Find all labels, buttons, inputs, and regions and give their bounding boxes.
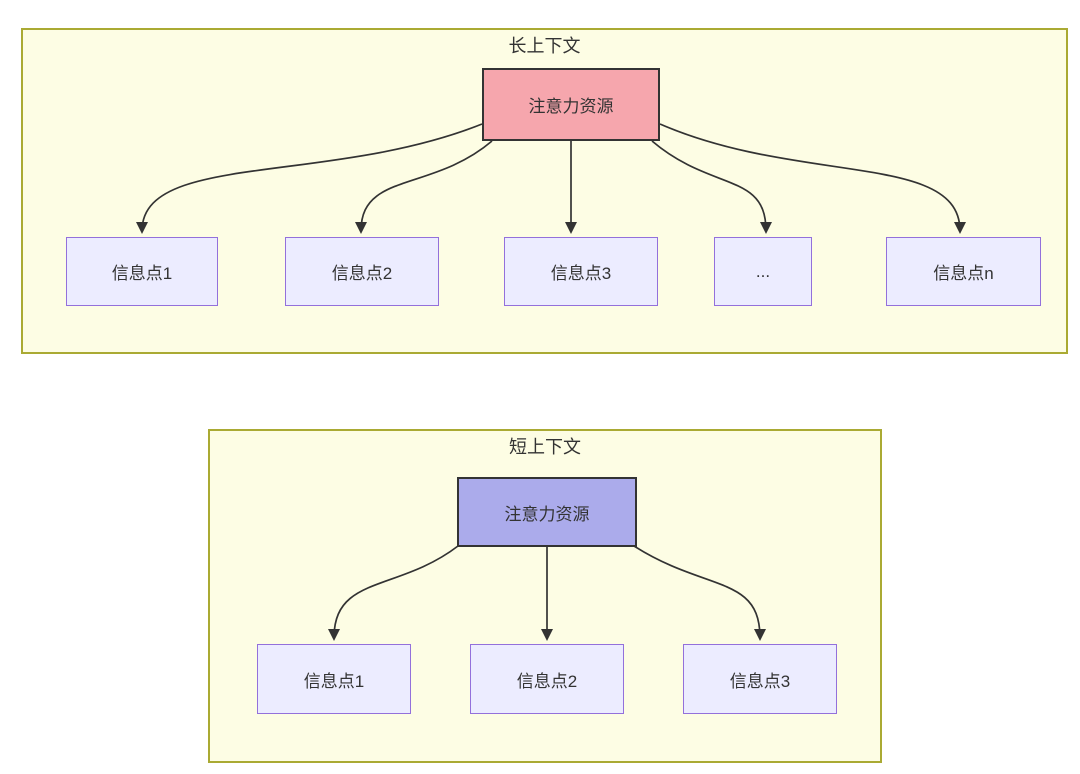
node-attention-resource-long: 注意力资源 bbox=[482, 68, 660, 141]
node-info-point-n-long: 信息点n bbox=[886, 237, 1041, 306]
node-info-point-3-short: 信息点3 bbox=[683, 644, 837, 714]
node-attention-resource-short: 注意力资源 bbox=[457, 477, 637, 547]
node-info-point-2-short: 信息点2 bbox=[470, 644, 624, 714]
node-info-point-3-long: 信息点3 bbox=[504, 237, 658, 306]
node-info-point-1-short: 信息点1 bbox=[257, 644, 411, 714]
node-info-point-ellipsis-long: ... bbox=[714, 237, 812, 306]
cluster-short-context-title: 短上下文 bbox=[509, 437, 581, 457]
node-info-point-1-long: 信息点1 bbox=[66, 237, 218, 306]
cluster-long-context-title: 长上下文 bbox=[508, 36, 581, 56]
node-info-point-2-long: 信息点2 bbox=[285, 237, 439, 306]
